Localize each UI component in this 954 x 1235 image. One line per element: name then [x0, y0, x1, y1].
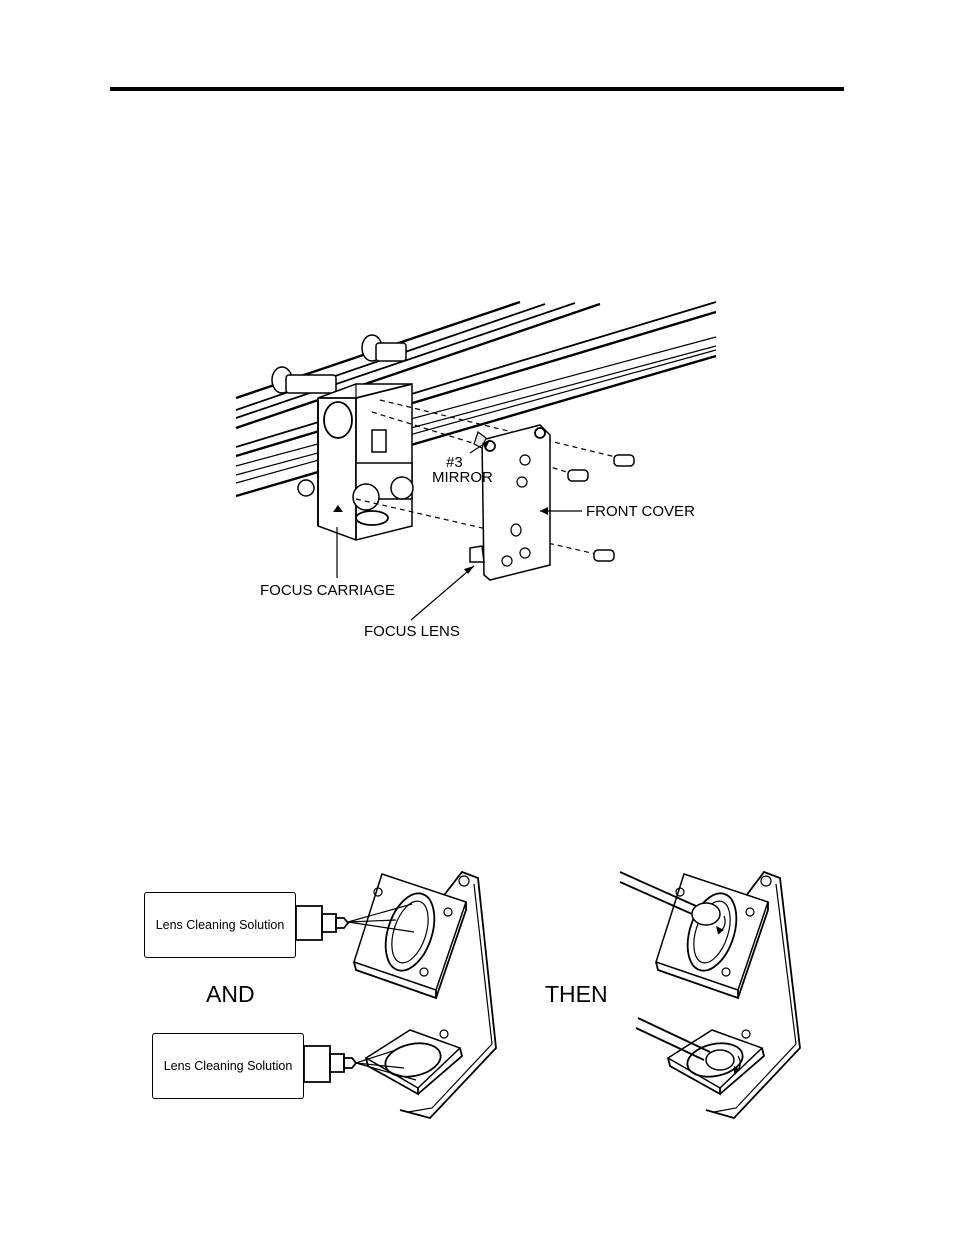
cotton-swab-lower — [635, 1017, 741, 1075]
bottle-label-upper-text: Lens Cleaning Solution — [155, 918, 285, 932]
carriage-wheels — [271, 334, 407, 394]
label-focus-lens: FOCUS LENS — [364, 623, 460, 640]
lens-holder-upper-left — [353, 873, 467, 1000]
label-leaders — [336, 439, 582, 621]
word-then: THEN — [545, 981, 608, 1007]
bottle-label-lower-text: Lens Cleaning Solution — [163, 1059, 293, 1073]
lens-holder-lower-left — [364, 1029, 464, 1096]
lens-cleaning-figure — [295, 870, 801, 1120]
label-focus-carriage: FOCUS CARRIAGE — [260, 582, 395, 599]
bottle-label-lower: Lens Cleaning Solution — [152, 1033, 304, 1099]
label-mirror: MIRROR — [432, 469, 493, 486]
thumb-screws — [567, 454, 635, 562]
focus-carriage-figure: #3 MIRROR FRONT COVER FOCUS CARRIAGE FOC… — [235, 300, 717, 640]
cotton-swab-upper — [619, 871, 726, 935]
label-mirror-number: #3 — [446, 454, 463, 471]
word-and: AND — [206, 981, 255, 1007]
cleaning-bottle-lower — [303, 1045, 417, 1083]
front-cover-plate — [469, 424, 551, 581]
right-cover-plate — [693, 870, 801, 1120]
cleaning-bottle-upper — [295, 903, 415, 941]
header-rule — [110, 87, 844, 91]
bottle-label-upper: Lens Cleaning Solution — [144, 892, 296, 958]
lens-holder-upper-right — [655, 873, 769, 1000]
focus-carriage-body — [297, 383, 414, 541]
left-cover-plate — [389, 870, 497, 1120]
rail-assembly — [235, 300, 717, 498]
label-front-cover: FRONT COVER — [586, 503, 695, 520]
